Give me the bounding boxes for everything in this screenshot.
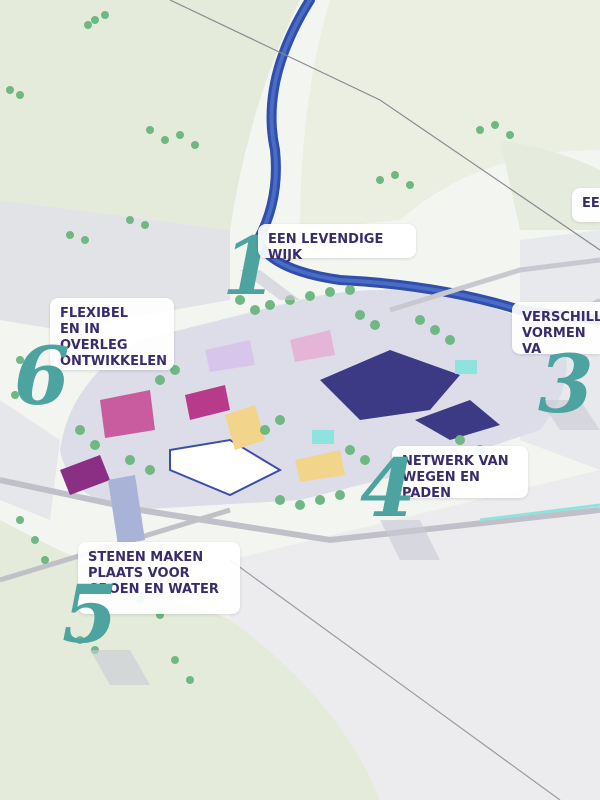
urban-block-west (0, 200, 230, 330)
yellow-building-1 (225, 405, 265, 450)
trees (6, 11, 514, 684)
green-zone-northwest (0, 0, 300, 230)
tower-building (108, 475, 145, 545)
callout-number-5: 5 (62, 567, 118, 661)
pond-east (455, 360, 477, 374)
pond-center (312, 430, 334, 444)
callout-label-3[interactable]: VERSCHILLE VORMEN VA (512, 302, 600, 354)
shadow-4 (380, 520, 440, 560)
canal-east (479, 503, 600, 522)
road-northeast (389, 257, 600, 313)
callout-number-4: 4 (360, 441, 416, 535)
purple-building (60, 455, 110, 495)
rose-building (290, 330, 335, 362)
urban-block-southeast (230, 470, 600, 800)
yellow-building-2 (295, 450, 345, 482)
lilac-building (205, 340, 255, 372)
pink-building (185, 385, 230, 420)
white-hall (169, 438, 283, 497)
railway-north (169, 0, 600, 251)
warehouse-roof-large (320, 350, 460, 420)
callout-number-6: 6 (14, 329, 70, 423)
railway-south (229, 559, 561, 800)
shadow-5 (90, 650, 150, 685)
warehouse-roof-small (415, 400, 500, 440)
green-zone-north (300, 0, 600, 230)
housing-block (100, 390, 155, 438)
callout-label-1[interactable]: EEN LEVENDIGE WIJK (258, 224, 416, 263)
callout-label-4[interactable]: NETWERK VAN WEGEN EN PADEN (392, 446, 528, 501)
callout-label-5[interactable]: STENEN MAKEN PLAATS VOOR GROEN EN WATER (78, 542, 240, 614)
shadow-1 (240, 270, 300, 300)
callout-label-6[interactable]: FLEXIBEL EN IN OVERLEG ONTWIKKELEN (50, 298, 174, 370)
callout-number-3: 3 (538, 337, 594, 431)
shadow-3 (540, 400, 600, 430)
callout-label-2[interactable]: EE (572, 188, 600, 222)
